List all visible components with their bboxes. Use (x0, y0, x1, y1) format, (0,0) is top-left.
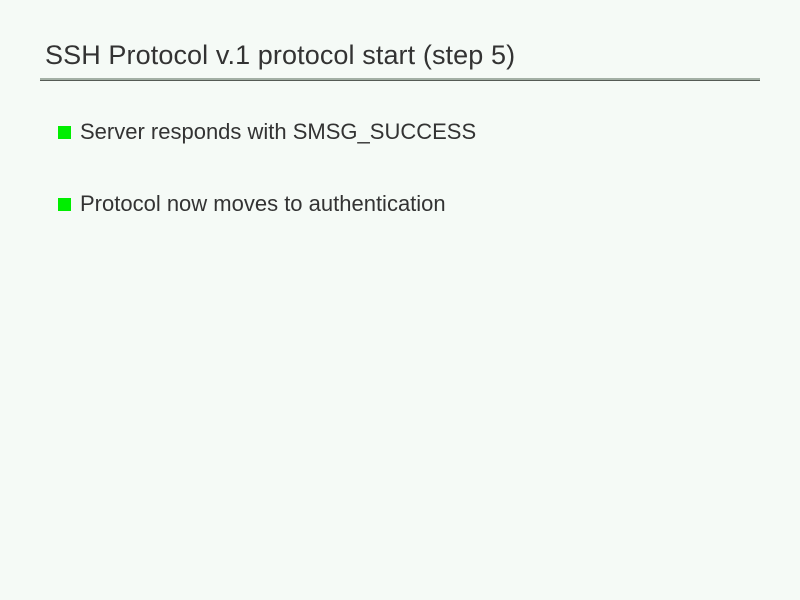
title-divider (40, 78, 760, 81)
list-item-label: Protocol now moves to authentication (80, 191, 446, 216)
list-item-label: Server responds with SMSG_SUCCESS (80, 119, 477, 144)
list-item: Server responds with SMSG_SUCCESS (0, 118, 800, 146)
page-title: SSH Protocol v.1 protocol start (step 5) (45, 40, 516, 70)
square-bullet-icon (58, 126, 71, 139)
square-bullet-icon (58, 198, 71, 211)
list-item: Protocol now moves to authentication (0, 190, 800, 218)
bullet-list: Server responds with SMSG_SUCCESS Protoc… (0, 118, 800, 262)
